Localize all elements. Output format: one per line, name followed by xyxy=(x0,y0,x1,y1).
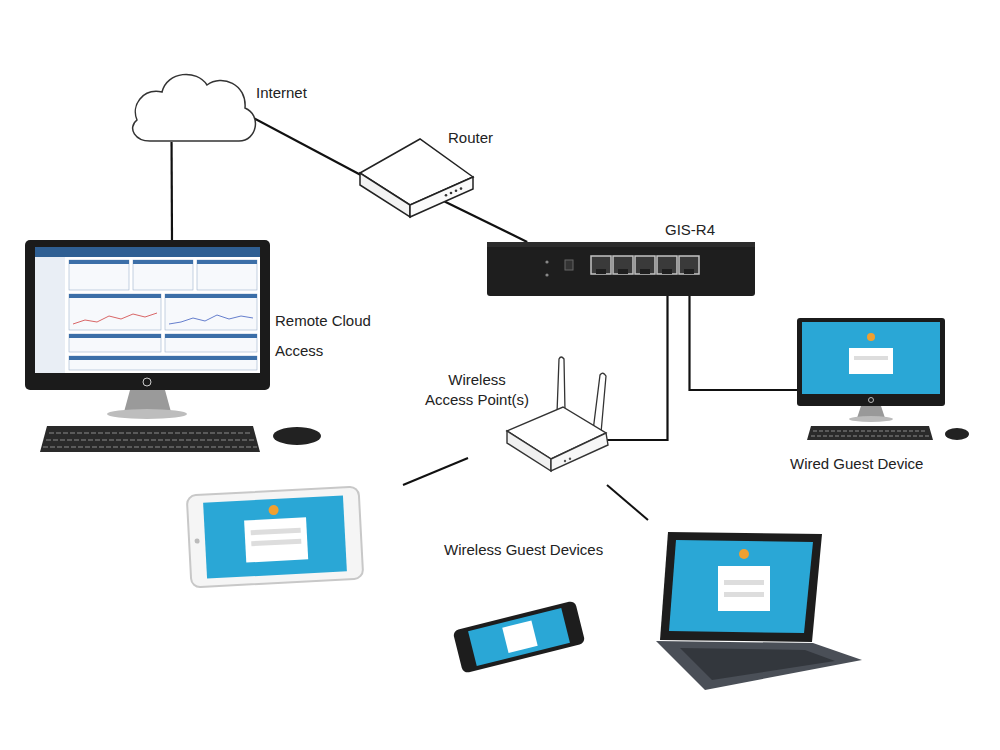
wireless-signal-line xyxy=(403,458,468,485)
tablet-icon xyxy=(187,487,364,588)
device-label: GIS-R4 xyxy=(665,221,715,238)
device-label: Router xyxy=(448,129,493,146)
wireless-signal-line xyxy=(607,485,648,520)
router-icon: Router xyxy=(358,135,475,218)
internet-cloud-shape xyxy=(127,70,262,142)
internet-cloud: Internet xyxy=(127,70,262,142)
remote-monitor-shape xyxy=(25,240,270,457)
gis-r4-gateway-shape xyxy=(487,242,755,296)
router-icon-shape xyxy=(358,135,475,218)
device-label: Wired Guest Device xyxy=(790,455,923,472)
access-point: Wireless Access Point(s) xyxy=(505,355,610,480)
device-label: Remote Cloud Access xyxy=(275,306,395,366)
laptop-icon xyxy=(656,532,862,690)
group-label: Wireless Guest Devices xyxy=(444,541,603,558)
network-cable xyxy=(445,201,528,242)
access-point-shape xyxy=(505,355,610,480)
wired-guest-monitor-shape xyxy=(797,318,945,445)
wired-guest-monitor: Wired Guest Device xyxy=(797,318,945,445)
phone-icon xyxy=(453,600,586,673)
remote-monitor: Remote Cloud Access xyxy=(25,240,270,457)
network-cable xyxy=(600,296,667,440)
network-cable xyxy=(170,142,173,240)
gis-r4-gateway: GIS-R4 xyxy=(487,242,755,296)
network-cable xyxy=(690,296,797,390)
device-label: Wireless Access Point(s) xyxy=(423,370,531,410)
network-cable xyxy=(254,118,360,175)
device-label: Internet xyxy=(256,84,307,101)
